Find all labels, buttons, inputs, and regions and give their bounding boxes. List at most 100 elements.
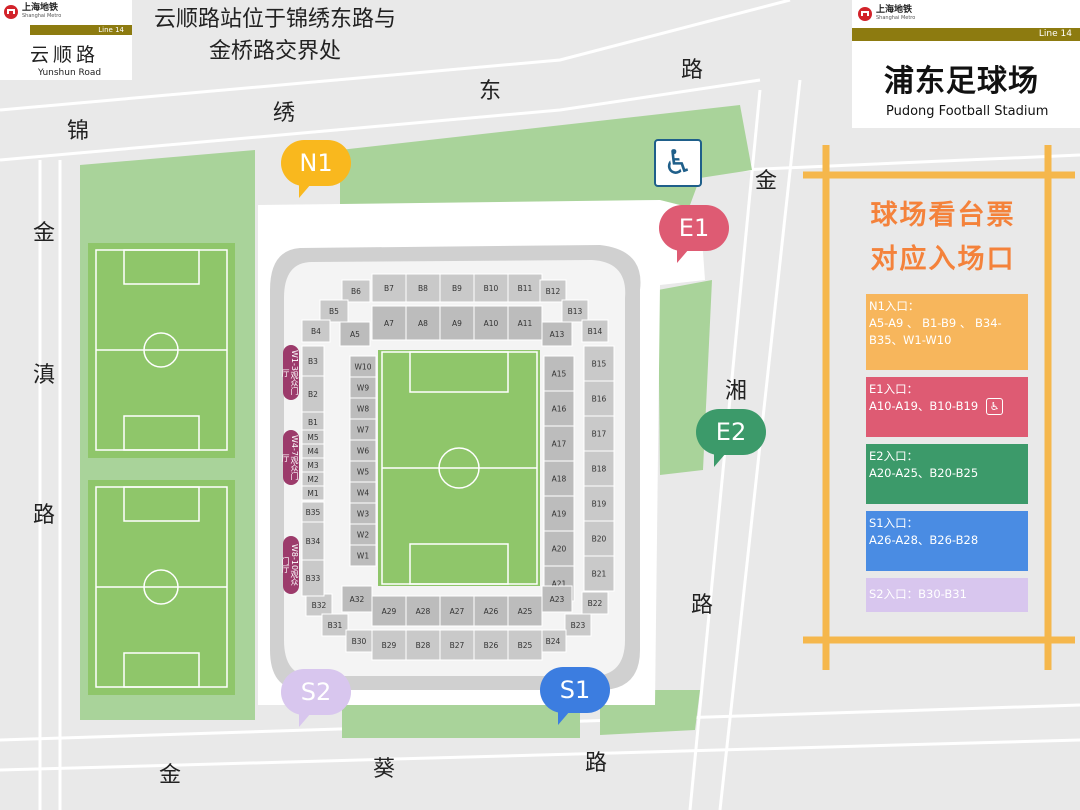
legend-gate: N1入口： bbox=[869, 299, 920, 313]
section-B2-label: B2 bbox=[308, 390, 318, 399]
gate-e2-marker[interactable]: E2 bbox=[696, 409, 766, 467]
section-B6-label: B6 bbox=[351, 287, 361, 296]
section-B13-block bbox=[561, 299, 589, 323]
section-A19-label: A19 bbox=[552, 510, 567, 519]
training-pitch-south bbox=[88, 480, 235, 695]
section-M1-block bbox=[301, 485, 325, 501]
section-A7-block bbox=[371, 305, 407, 341]
section-B5-block bbox=[319, 299, 349, 323]
legend-seats-text: A10-A19、B10-B19 bbox=[869, 399, 979, 413]
section-A11-label: A11 bbox=[518, 319, 533, 328]
section-M1-label: M1 bbox=[307, 489, 318, 498]
section-B16-label: B16 bbox=[592, 395, 607, 404]
legend-seats: A10-A19、B10-B19♿ bbox=[869, 398, 1025, 415]
section-B4-block bbox=[301, 319, 331, 343]
section-A18-label: A18 bbox=[552, 475, 567, 484]
legend-seats: A26-A28、B26-B28 bbox=[869, 533, 979, 547]
section-A21-label: A21 bbox=[552, 580, 567, 589]
section-B27-label: B27 bbox=[450, 641, 465, 650]
section-B33-label: B33 bbox=[306, 574, 321, 583]
section-A23-label: A23 bbox=[550, 595, 565, 604]
main-pitch-lines bbox=[381, 351, 538, 585]
section-B1-label: B1 bbox=[308, 418, 318, 427]
legend-seats: B30-B31 bbox=[918, 587, 967, 601]
section-B19-label: B19 bbox=[592, 500, 607, 509]
road-jindian-char: 路 bbox=[33, 503, 55, 528]
section-B14-block bbox=[581, 319, 609, 343]
metro-logo-row: 上海地铁 Shanghai Metro bbox=[858, 6, 915, 21]
metro-brand-en: Shanghai Metro bbox=[22, 13, 62, 19]
section-W3-label: W3 bbox=[357, 510, 369, 519]
section-A11-block bbox=[507, 305, 543, 341]
section-A15-label: A15 bbox=[552, 370, 567, 379]
section-B31-label: B31 bbox=[328, 621, 343, 630]
section-B4-label: B4 bbox=[311, 327, 321, 336]
legend-title-line1: 球场看台票 bbox=[870, 200, 1016, 231]
station-name-cn: 云顺路 bbox=[30, 44, 100, 66]
section-A8-block bbox=[405, 305, 441, 341]
section-A27-label: A27 bbox=[450, 607, 465, 616]
road-jinxiu-east-char: 锦 bbox=[67, 119, 89, 144]
legend-entry-s1: S1入口： A26-A28、B26-B28 bbox=[866, 511, 1028, 571]
section-B31-block bbox=[321, 613, 349, 637]
road-jinkui-char: 葵 bbox=[373, 757, 395, 782]
section-B10-label: B10 bbox=[484, 284, 499, 293]
section-W5-label: W5 bbox=[357, 468, 369, 477]
section-M2-label: M2 bbox=[307, 475, 318, 484]
section-B30-block bbox=[345, 629, 373, 653]
section-B11-label: B11 bbox=[518, 284, 533, 293]
section-B18-label: B18 bbox=[592, 465, 607, 474]
section-B33-block bbox=[301, 559, 325, 597]
legend-seats: A5-A9 、 B1-B9 、 B34-B35、W1-W10 bbox=[869, 316, 1002, 347]
section-B25-label: B25 bbox=[518, 641, 533, 650]
stadium-name-cn: 浦东足球场 bbox=[884, 64, 1039, 99]
legend-entry-e1: E1入口： A10-A19、B10-B19♿ bbox=[866, 377, 1028, 437]
legend-seats: A20-A25、B20-B25 bbox=[869, 466, 979, 480]
gate-s1-marker[interactable]: S1 bbox=[540, 667, 610, 725]
section-B8-label: B8 bbox=[418, 284, 428, 293]
legend-frame bbox=[803, 145, 1075, 670]
section-B20-block bbox=[583, 520, 615, 557]
road-jinxiang-char: 湘 bbox=[725, 379, 747, 404]
section-B20-label: B20 bbox=[592, 535, 607, 544]
gate-e1-marker[interactable]: E1 bbox=[659, 205, 729, 263]
section-B35-label: B35 bbox=[306, 508, 321, 517]
road-jindian-char: 滇 bbox=[33, 363, 55, 388]
road-jinkui-char: 路 bbox=[585, 751, 607, 776]
section-A15-block bbox=[543, 355, 575, 392]
section-B15-block bbox=[583, 345, 615, 382]
gate-s2-marker[interactable]: S2 bbox=[281, 669, 351, 727]
section-B22-label: B22 bbox=[588, 599, 603, 608]
station-location-note: 云顺路站位于锦绣东路与金桥路交界处 bbox=[153, 7, 396, 64]
section-M3-label: M3 bbox=[307, 461, 318, 470]
section-M4-label: M4 bbox=[307, 447, 318, 456]
gate-n1-marker[interactable]: N1 bbox=[281, 140, 351, 198]
legend-title: 球场看台票 对应入场口 bbox=[838, 194, 1048, 282]
section-W9-label: W9 bbox=[357, 384, 369, 393]
section-B25-block bbox=[507, 629, 543, 661]
section-B17-label: B17 bbox=[592, 430, 607, 439]
road-jinxiu-east-char: 东 bbox=[479, 79, 501, 104]
road-jinkui-char: 金 bbox=[159, 763, 181, 788]
wheelchair-icon: ♿ bbox=[654, 139, 702, 187]
section-B9-block bbox=[439, 273, 475, 303]
legend-entry-n1: N1入口： A5-A9 、 B1-B9 、 B34-B35、W1-W10 bbox=[866, 294, 1028, 370]
section-B23-block bbox=[564, 613, 592, 637]
section-B3-label: B3 bbox=[308, 357, 318, 366]
section-A5-block bbox=[339, 321, 371, 347]
section-W10-label: W10 bbox=[355, 363, 372, 372]
section-A10-block bbox=[473, 305, 509, 341]
legend-entry-s2: S2入口：B30-B31 bbox=[866, 578, 1028, 612]
section-B6-block bbox=[341, 279, 371, 303]
road-jinxiu-east-char: 路 bbox=[681, 58, 703, 83]
section-A28-label: A28 bbox=[416, 607, 431, 616]
training-pitch-north bbox=[88, 243, 235, 458]
section-A9-label: A9 bbox=[452, 319, 462, 328]
section-A10-label: A10 bbox=[484, 319, 499, 328]
legend-entry-e2: E2入口： A20-A25、B20-B25 bbox=[866, 444, 1028, 504]
section-A13-block bbox=[541, 321, 573, 347]
section-B21-label: B21 bbox=[592, 570, 607, 579]
section-B21-block bbox=[583, 555, 615, 592]
section-A32-block bbox=[341, 585, 373, 613]
